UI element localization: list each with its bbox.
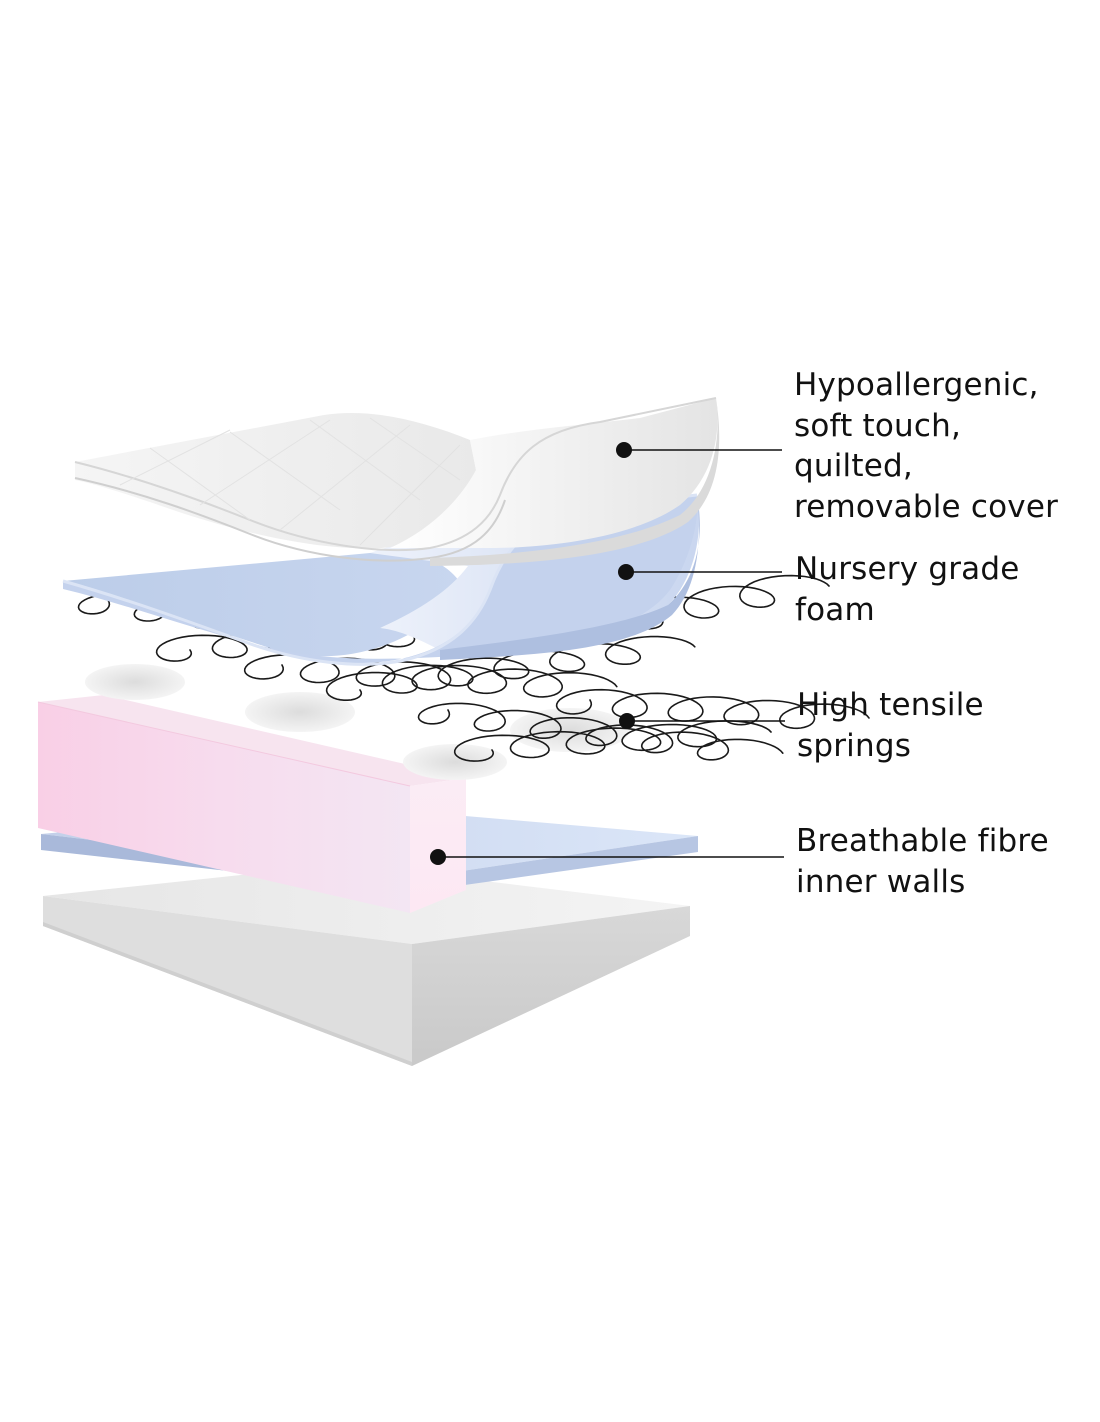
springs-label-line-1: High tensile: [797, 687, 984, 723]
walls-label: Breathable fibre inner walls: [796, 821, 1049, 902]
springs-label: High tensile springs: [797, 685, 984, 766]
spring-shadows: [85, 664, 630, 780]
coil-spring: [417, 702, 784, 761]
foam-label-line-1: Nursery grade: [795, 551, 1020, 587]
springs-dot: [619, 713, 635, 729]
cover-label-line-3: quilted,: [794, 448, 913, 484]
foam-label: Nursery grade foam: [795, 549, 1020, 630]
base-board-layer: [43, 864, 690, 1066]
cover-label-line-4: removable cover: [794, 488, 1059, 525]
quilted-cover-layer: [74, 397, 720, 566]
coil-spring: [453, 720, 772, 762]
walls-dot: [430, 849, 446, 865]
springs-label-line-2: springs: [797, 727, 912, 764]
fibre-wall-block: [37, 695, 466, 913]
coil-spring: [243, 653, 618, 698]
leader-lines: [438, 449, 785, 858]
walls-label-line-1: Breathable fibre: [796, 823, 1049, 859]
cover-dot: [616, 442, 632, 458]
coil-spring: [555, 688, 870, 730]
walls-label-line-2: inner walls: [796, 863, 966, 900]
leader-dots: [430, 442, 635, 865]
cover-label-line-2: soft touch,: [794, 407, 962, 444]
foam-dot: [618, 564, 634, 580]
cover-label: Hypoallergenic, soft touch, quilted, rem…: [794, 365, 1058, 527]
foam-label-line-2: foam: [795, 591, 875, 628]
coil-spring: [325, 635, 696, 701]
cover-label-line-1: Hypoallergenic,: [794, 367, 1039, 403]
